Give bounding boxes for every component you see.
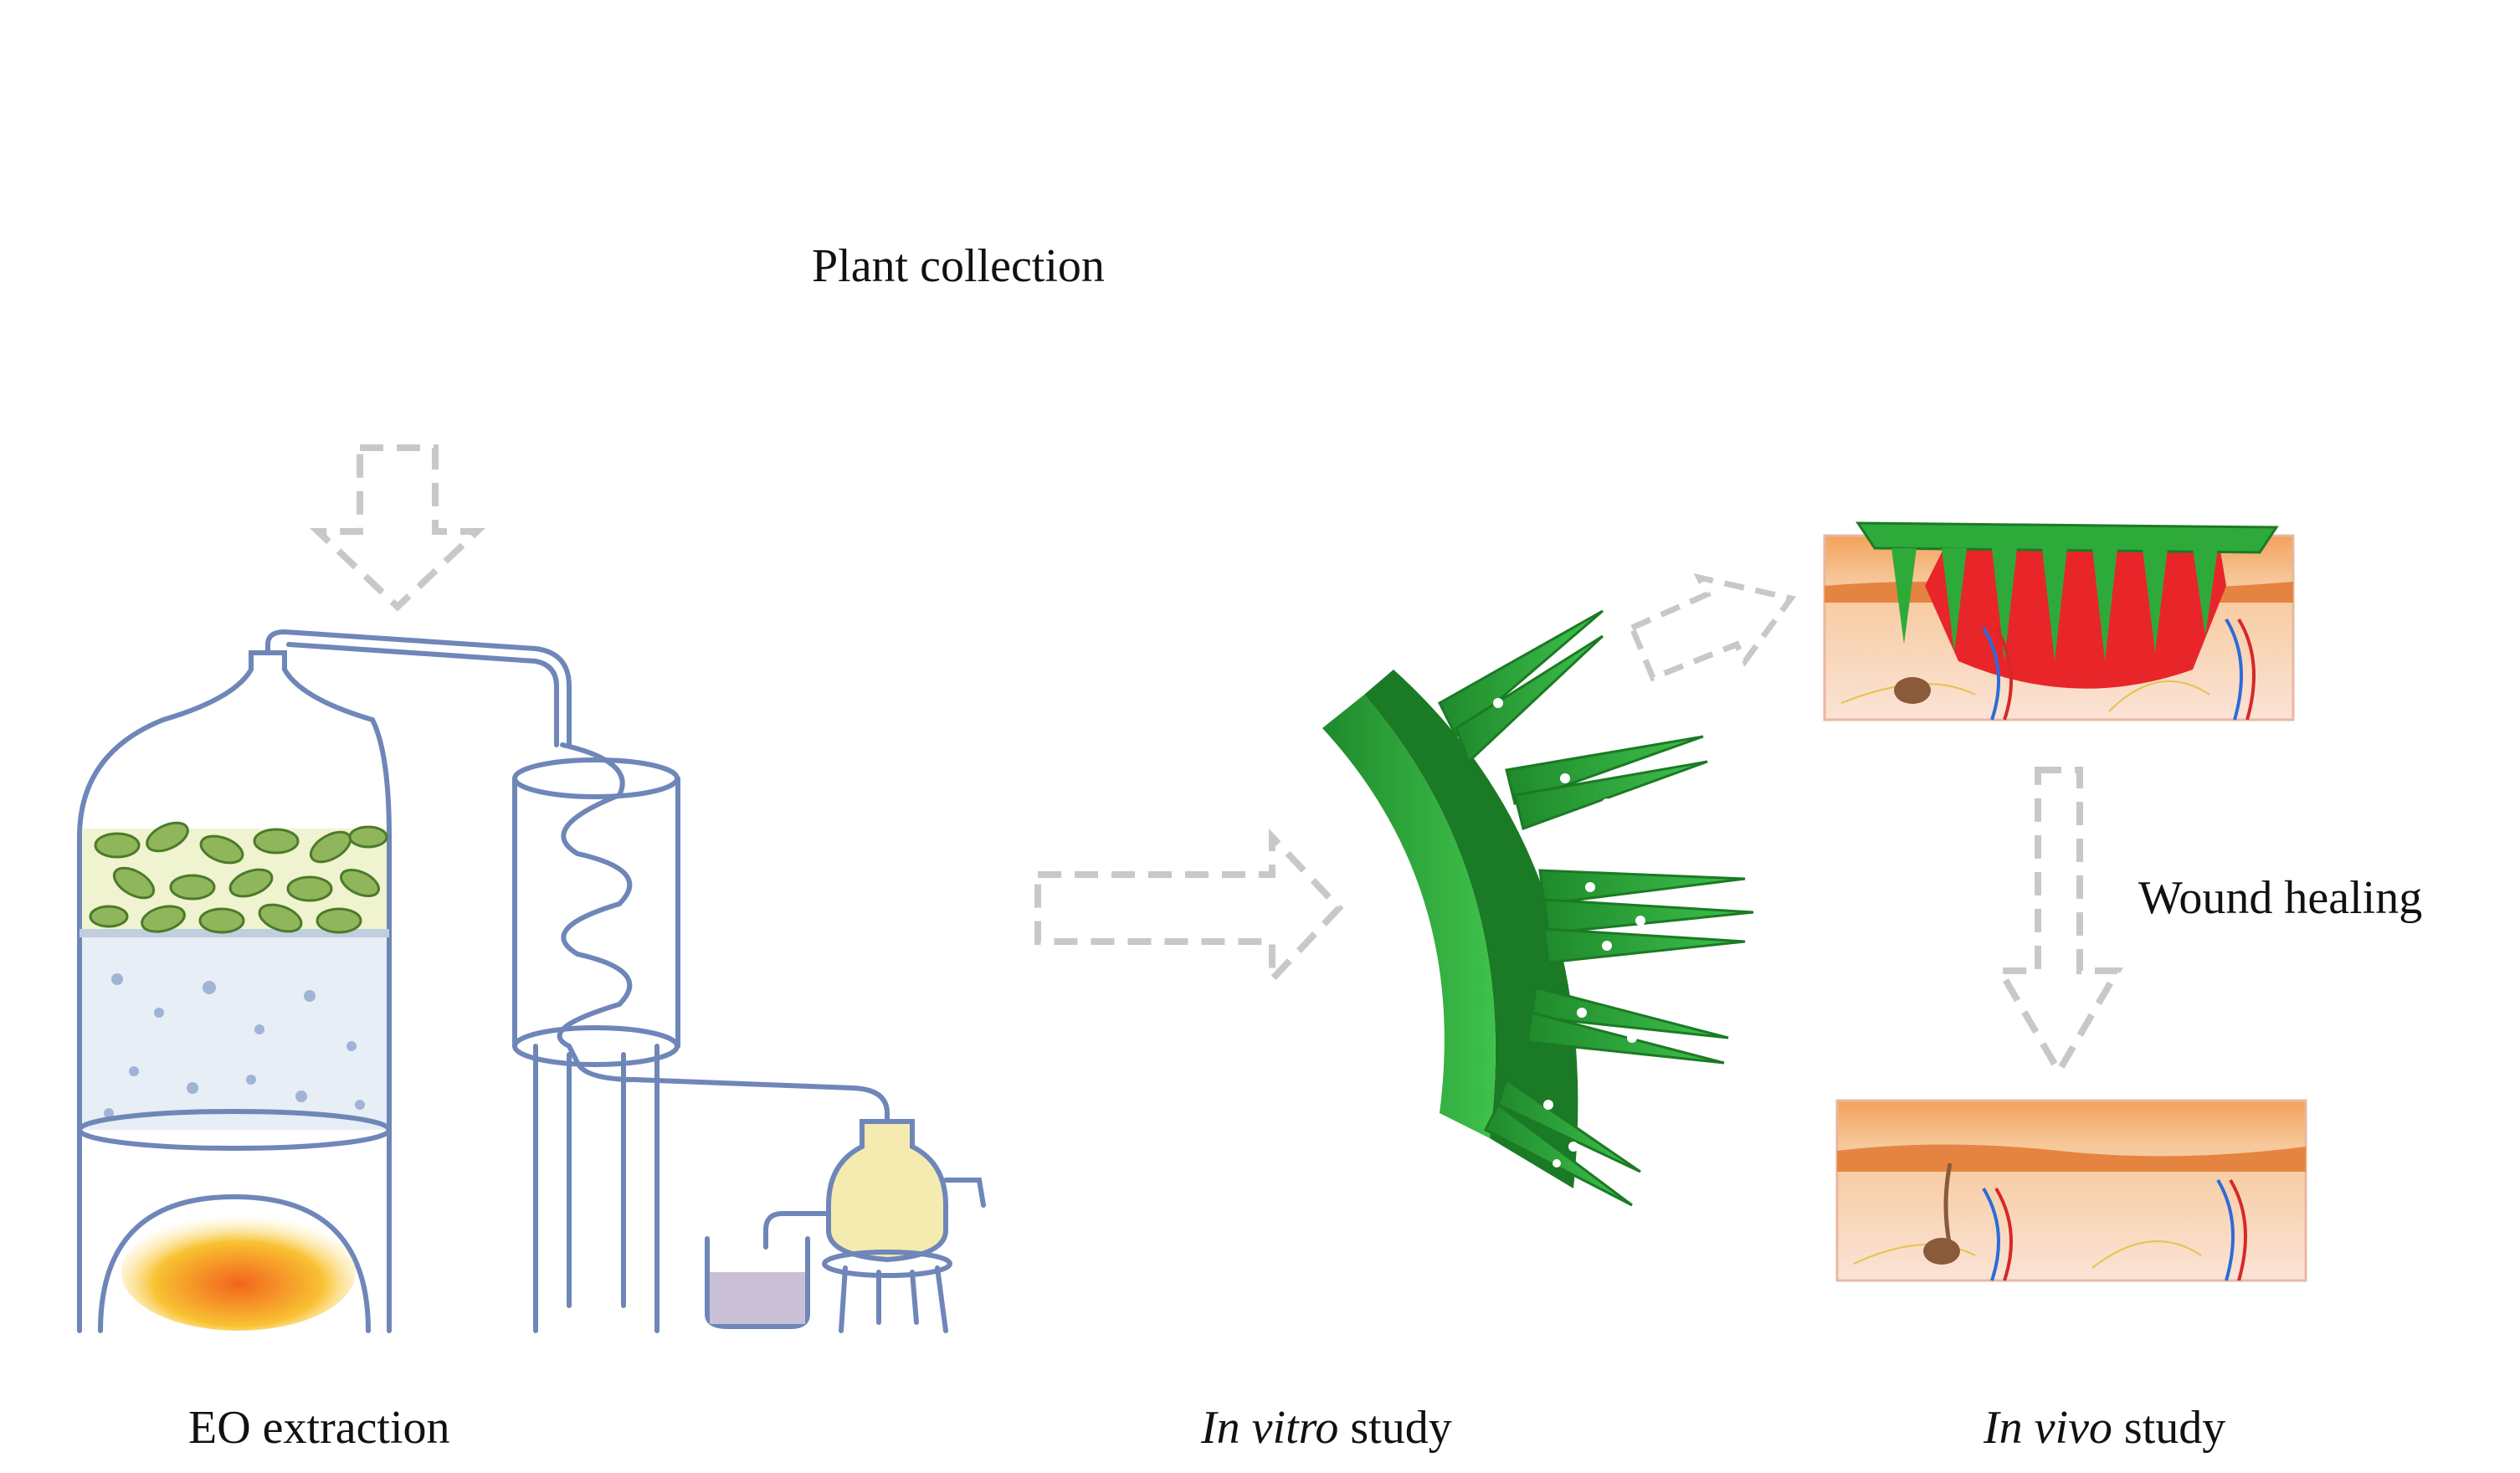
- in-vivo-italic-text: In vivo: [1984, 1402, 2112, 1454]
- in-vitro-study-label: In vitro study: [1201, 1404, 1452, 1451]
- eo-extraction-label: EO extraction: [188, 1402, 450, 1454]
- plant-photo: [126, 38, 762, 406]
- dashed-arrow-down-icon: [309, 444, 486, 612]
- in-vitro-italic-text: In vitro: [1201, 1402, 1339, 1454]
- in-vivo-study-label: In vivo study: [1984, 1404, 2225, 1451]
- microneedle-patch-illustration: [1322, 609, 1754, 1207]
- wounded-skin-illustration: [1823, 521, 2295, 721]
- in-vivo-rest-text: study: [2112, 1402, 2226, 1454]
- distillation-apparatus-illustration: [77, 629, 986, 1333]
- dashed-arrow-right-icon: [1628, 572, 1796, 682]
- healed-skin-illustration: [1835, 1099, 2307, 1282]
- dashed-arrow-right-icon: [1034, 828, 1344, 988]
- dashed-arrow-down-icon: [1994, 767, 2123, 1078]
- plant-collection-label: Plant collection: [812, 240, 1105, 292]
- wound-healing-label: Wound healing: [2138, 872, 2423, 924]
- in-vitro-rest-text: study: [1338, 1402, 1452, 1454]
